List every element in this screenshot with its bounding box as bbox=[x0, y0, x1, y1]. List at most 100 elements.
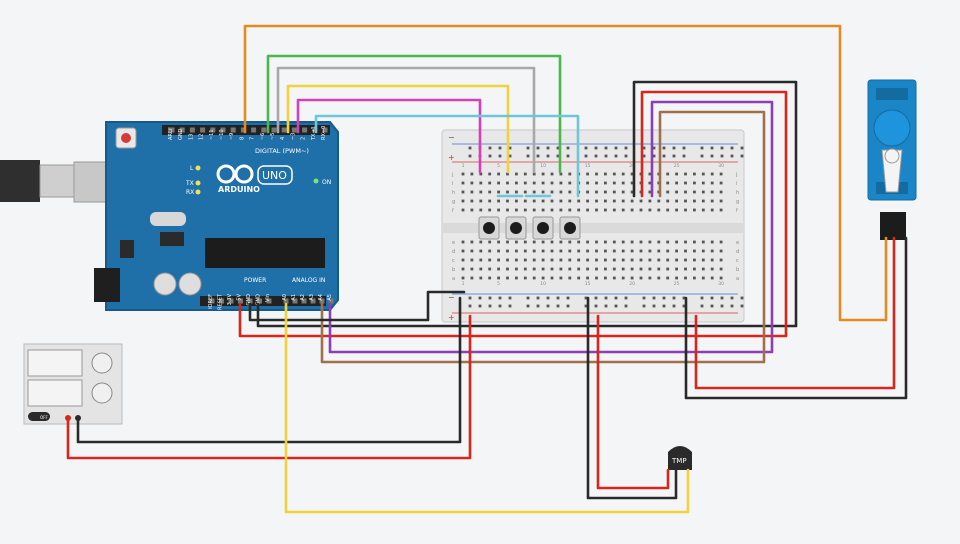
rail-hole[interactable] bbox=[468, 146, 472, 150]
breadboard-holes[interactable] bbox=[461, 146, 744, 308]
breadboard-hole[interactable] bbox=[595, 249, 598, 253]
breadboard-hole[interactable] bbox=[577, 267, 581, 271]
breadboard-hole[interactable] bbox=[595, 181, 598, 185]
breadboard-hole[interactable] bbox=[710, 276, 714, 280]
current-knob[interactable] bbox=[91, 382, 113, 404]
power-pin[interactable] bbox=[219, 298, 224, 304]
breadboard-hole[interactable] bbox=[586, 240, 589, 244]
breadboard-hole[interactable] bbox=[586, 276, 589, 280]
rail-hole[interactable] bbox=[594, 146, 598, 150]
breadboard-hole[interactable] bbox=[595, 172, 598, 176]
breadboard-hole[interactable] bbox=[612, 190, 616, 194]
breadboard-hole[interactable] bbox=[612, 276, 616, 280]
rail-hole[interactable] bbox=[700, 154, 704, 158]
breadboard-hole[interactable] bbox=[719, 181, 723, 185]
rail-hole[interactable] bbox=[740, 146, 744, 150]
wire-green[interactable] bbox=[266, 54, 562, 174]
breadboard-hole[interactable] bbox=[719, 199, 723, 203]
digital-pin[interactable] bbox=[210, 127, 216, 133]
breadboard-hole[interactable] bbox=[595, 258, 598, 262]
breadboard-hole[interactable] bbox=[461, 249, 465, 253]
breadboard-hole[interactable] bbox=[532, 208, 536, 212]
breadboard-hole[interactable] bbox=[693, 276, 696, 280]
wire-purple[interactable] bbox=[328, 100, 774, 354]
digital-pin[interactable] bbox=[179, 127, 185, 133]
breadboard-hole[interactable] bbox=[541, 199, 545, 203]
servo-motor[interactable] bbox=[867, 79, 917, 240]
breadboard-hole[interactable] bbox=[479, 181, 483, 185]
rail-hole[interactable] bbox=[594, 304, 598, 308]
breadboard-hole[interactable] bbox=[568, 181, 572, 185]
breadboard-hole[interactable] bbox=[630, 258, 634, 262]
rail-hole[interactable] bbox=[556, 296, 560, 300]
breadboard-hole[interactable] bbox=[684, 240, 687, 244]
breadboard-hole[interactable] bbox=[657, 199, 661, 203]
breadboard-hole[interactable] bbox=[666, 172, 670, 176]
breadboard-hole[interactable] bbox=[639, 258, 643, 262]
digital-pin[interactable] bbox=[220, 127, 226, 133]
breadboard-hole[interactable] bbox=[568, 267, 572, 271]
breadboard-hole[interactable] bbox=[604, 172, 607, 176]
rail-hole[interactable] bbox=[624, 296, 628, 300]
rail-hole[interactable] bbox=[614, 154, 618, 158]
breadboard-hole[interactable] bbox=[684, 208, 687, 212]
breadboard-hole[interactable] bbox=[523, 258, 527, 262]
rail-hole[interactable] bbox=[740, 154, 744, 158]
breadboard-hole[interactable] bbox=[586, 267, 589, 271]
rail-hole[interactable] bbox=[614, 146, 618, 150]
rail-hole[interactable] bbox=[624, 146, 628, 150]
breadboard-hole[interactable] bbox=[470, 267, 474, 271]
pushbutton[interactable] bbox=[564, 222, 576, 234]
rail-hole[interactable] bbox=[508, 146, 512, 150]
breadboard-hole[interactable] bbox=[701, 172, 705, 176]
breadboard-hole[interactable] bbox=[541, 276, 545, 280]
breadboard-hole[interactable] bbox=[639, 208, 643, 212]
breadboard-hole[interactable] bbox=[586, 172, 589, 176]
rail-hole[interactable] bbox=[566, 154, 570, 158]
breadboard-hole[interactable] bbox=[559, 190, 563, 194]
breadboard-hole[interactable] bbox=[675, 276, 678, 280]
rail-hole[interactable] bbox=[536, 154, 540, 158]
breadboard-hole[interactable] bbox=[710, 190, 714, 194]
breadboard-hole[interactable] bbox=[657, 240, 661, 244]
breadboard-hole[interactable] bbox=[523, 267, 527, 271]
breadboard-hole[interactable] bbox=[604, 276, 607, 280]
breadboard-hole[interactable] bbox=[612, 208, 616, 212]
rail-hole[interactable] bbox=[526, 304, 530, 308]
breadboard-hole[interactable] bbox=[488, 249, 492, 253]
rail-hole[interactable] bbox=[652, 146, 656, 150]
breadboard-hole[interactable] bbox=[461, 199, 465, 203]
breadboard-hole[interactable] bbox=[515, 249, 518, 253]
rail-hole[interactable] bbox=[604, 146, 608, 150]
rail-hole[interactable] bbox=[468, 154, 472, 158]
breadboard-hole[interactable] bbox=[541, 172, 545, 176]
breadboard-hole[interactable] bbox=[470, 258, 474, 262]
rail-hole[interactable] bbox=[584, 154, 588, 158]
breadboard-hole[interactable] bbox=[497, 199, 500, 203]
breadboard-hole[interactable] bbox=[604, 190, 607, 194]
breadboard-hole[interactable] bbox=[586, 190, 589, 194]
rail-hole[interactable] bbox=[468, 304, 472, 308]
breadboard-hole[interactable] bbox=[497, 267, 500, 271]
breadboard-hole[interactable] bbox=[470, 240, 474, 244]
wire-black-tmp[interactable] bbox=[586, 296, 678, 500]
breadboard-hole[interactable] bbox=[675, 172, 678, 176]
breadboard-hole[interactable] bbox=[621, 190, 625, 194]
rail-hole[interactable] bbox=[652, 304, 656, 308]
wires[interactable] bbox=[66, 24, 908, 514]
breadboard-hole[interactable] bbox=[648, 276, 652, 280]
breadboard-hole[interactable] bbox=[648, 240, 652, 244]
breadboard-hole[interactable] bbox=[604, 199, 607, 203]
breadboard-hole[interactable] bbox=[595, 276, 598, 280]
breadboard-hole[interactable] bbox=[701, 208, 705, 212]
breadboard-hole[interactable] bbox=[568, 276, 572, 280]
breadboard-hole[interactable] bbox=[684, 267, 687, 271]
wire-red-top[interactable] bbox=[238, 90, 788, 338]
breadboard-hole[interactable] bbox=[666, 190, 670, 194]
breadboard-hole[interactable] bbox=[488, 181, 492, 185]
rail-hole[interactable] bbox=[508, 296, 512, 300]
digital-pin[interactable] bbox=[281, 127, 287, 133]
breadboard-hole[interactable] bbox=[515, 181, 518, 185]
rail-hole[interactable] bbox=[498, 154, 502, 158]
digital-pin[interactable] bbox=[302, 127, 308, 133]
